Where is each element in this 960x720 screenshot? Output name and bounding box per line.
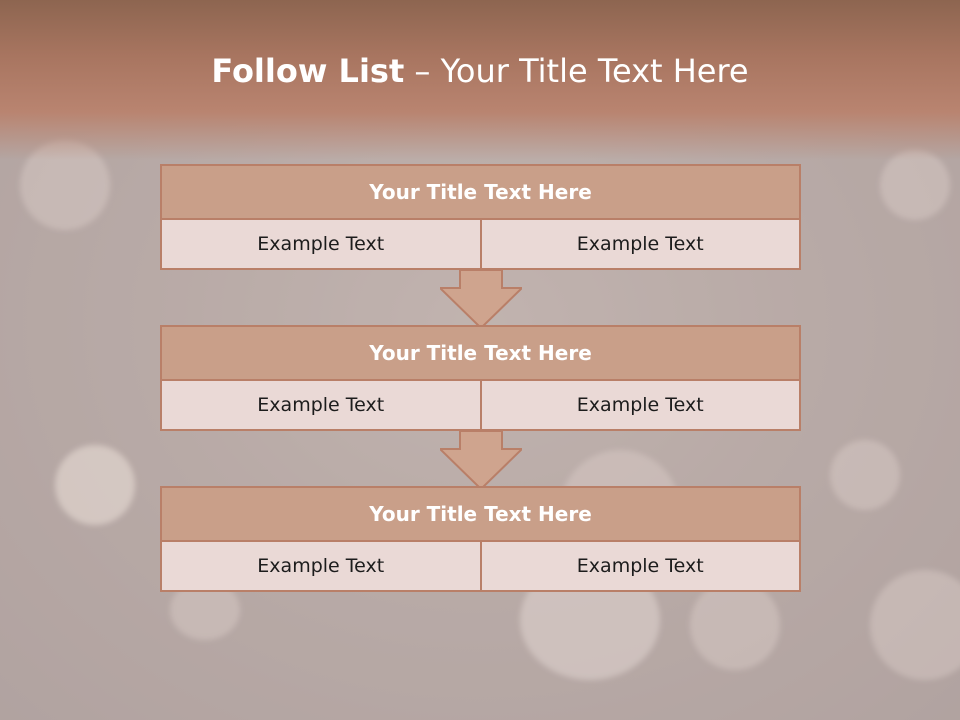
block-row: Example Text Example Text (160, 542, 801, 592)
block-cell-right: Example Text (481, 381, 801, 431)
list-block-3: Your Title Text Here Example Text Exampl… (160, 486, 801, 592)
block-title: Your Title Text Here (160, 486, 801, 542)
slide-title-rest: – Your Title Text Here (404, 52, 749, 90)
block-title: Your Title Text Here (160, 325, 801, 381)
list-block-1: Your Title Text Here Example Text Exampl… (160, 164, 801, 270)
block-cell-left: Example Text (160, 220, 482, 270)
header-band (0, 0, 960, 160)
slide-title-bold: Follow List (211, 52, 405, 90)
down-arrow-icon (440, 270, 522, 328)
block-cell-right: Example Text (481, 220, 801, 270)
list-block-2: Your Title Text Here Example Text Exampl… (160, 325, 801, 431)
block-title: Your Title Text Here (160, 164, 801, 220)
slide-title: Follow List – Your Title Text Here (0, 52, 960, 90)
block-cell-left: Example Text (160, 542, 482, 592)
block-cell-left: Example Text (160, 381, 482, 431)
block-row: Example Text Example Text (160, 381, 801, 431)
down-arrow-icon (440, 431, 522, 489)
block-cell-right: Example Text (481, 542, 801, 592)
block-row: Example Text Example Text (160, 220, 801, 270)
